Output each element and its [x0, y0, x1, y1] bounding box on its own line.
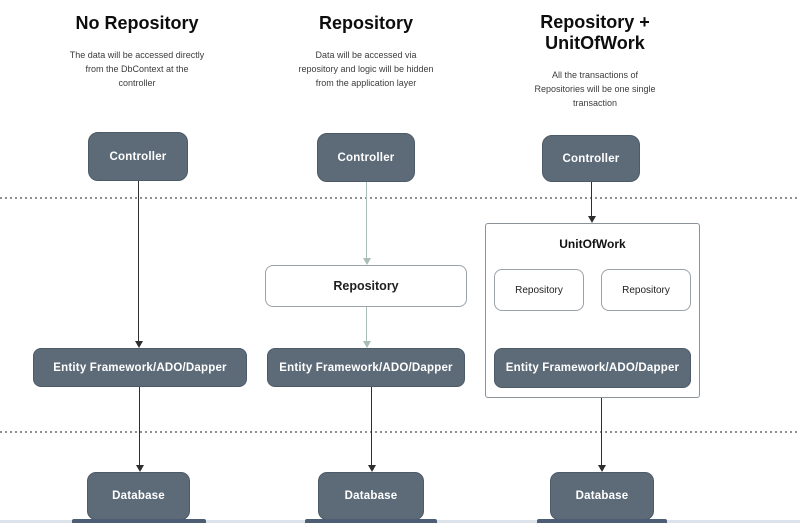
repo-arrow-controller-to-repository	[363, 182, 371, 265]
uow-database-box: Database	[550, 472, 654, 520]
uow-controller-box: Controller	[542, 135, 640, 182]
no-repo-column-title: No Repository	[75, 13, 199, 33]
no-repo-database-box: Database	[87, 472, 190, 520]
repo-column-description: Data will be accessed via repository and…	[298, 50, 434, 88]
repo-database-box: Database	[318, 472, 424, 520]
uow-repository-box-left: Repository	[494, 269, 584, 311]
uow-column-description: All the transactions of Repositories wil…	[534, 70, 656, 108]
repo-arrow-ef-to-database	[368, 387, 376, 472]
repo-entity-framework-box: Entity Framework/ADO/Dapper	[267, 348, 465, 387]
repo-arrow-repository-to-ef	[363, 307, 371, 348]
cutoff-shape-left	[72, 519, 206, 523]
uow-arrow-controller-to-container	[588, 182, 596, 223]
cutoff-shape-middle	[305, 519, 437, 523]
layer-boundary-line-upper	[0, 197, 800, 199]
repo-column-title: Repository	[318, 13, 414, 33]
uow-arrow-container-to-database	[598, 398, 606, 472]
no-repo-column-description: The data will be accessed directly from …	[69, 50, 205, 88]
no-repo-arrow-ef-to-database	[136, 387, 144, 472]
unitofwork-container-label: UnitOfWork	[559, 237, 626, 251]
uow-column-title: Repository + UnitOfWork	[540, 12, 650, 53]
uow-repository-box-right: Repository	[601, 269, 691, 311]
cutoff-shape-right	[537, 519, 667, 523]
unitofwork-container: UnitOfWork Repository Repository Entity …	[485, 223, 700, 398]
uow-entity-framework-box: Entity Framework/ADO/Dapper	[494, 348, 691, 388]
repo-repository-box: Repository	[265, 265, 467, 307]
no-repo-controller-box: Controller	[88, 132, 188, 181]
layer-boundary-line-lower	[0, 431, 800, 433]
no-repo-arrow-controller-to-ef	[135, 181, 143, 348]
no-repo-entity-framework-box: Entity Framework/ADO/Dapper	[33, 348, 247, 387]
repo-controller-box: Controller	[317, 133, 415, 182]
